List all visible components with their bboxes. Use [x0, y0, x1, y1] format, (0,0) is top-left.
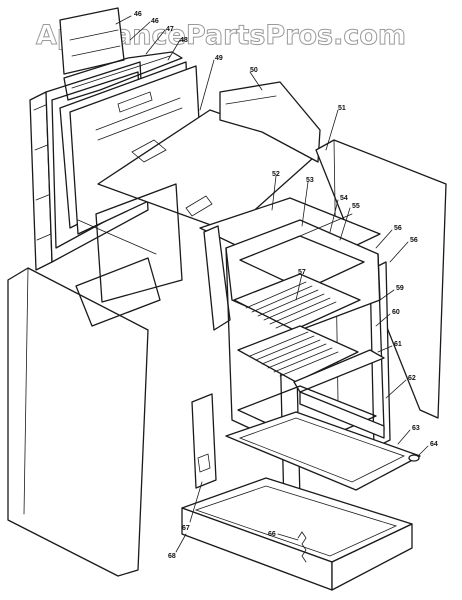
callout-56-second: 56 — [410, 237, 418, 244]
door-gasket — [63, 51, 183, 101]
callout-64: 64 — [430, 441, 438, 448]
rack-wires — [245, 281, 337, 329]
rear-vent-panel — [219, 81, 321, 163]
front-bottom-rail — [293, 349, 385, 393]
rear-liner-panel — [95, 183, 183, 303]
left-side-panel-edge — [23, 267, 29, 515]
callout-63: 63 — [412, 425, 420, 432]
callout-54: 54 — [340, 195, 348, 202]
rack-bottom-wires — [249, 331, 339, 377]
callout-labels: 46 46 47 48 49 50 51 52 53 54 55 56 56 5… — [134, 11, 438, 560]
cavity-front-left-post — [203, 225, 231, 331]
storage-drawer — [181, 477, 413, 591]
left-side-panel — [7, 267, 149, 577]
callout-68: 68 — [168, 553, 176, 560]
broil-element — [239, 235, 365, 291]
side-bracket — [191, 393, 217, 489]
drawer-inner-rim — [194, 485, 398, 557]
callout-51: 51 — [338, 105, 346, 112]
drawer-shelf-inner — [238, 417, 406, 483]
drawer-roller — [408, 454, 420, 462]
door-glass-detail — [69, 29, 121, 57]
callout-50: 50 — [250, 67, 258, 74]
callout-55: 55 — [352, 203, 360, 210]
door-glass-panel — [59, 7, 125, 75]
support-bar — [77, 219, 157, 255]
side-bracket-slot — [197, 453, 211, 473]
door-window-slot — [117, 91, 153, 113]
vent-line — [225, 95, 277, 105]
callout-46: 46 — [134, 11, 142, 18]
drawer-side-face — [331, 523, 413, 591]
callout-52: 52 — [272, 171, 280, 178]
callout-47: 47 — [166, 26, 174, 33]
callout-59: 59 — [396, 285, 404, 292]
door-gasket-line — [71, 55, 171, 89]
callout-67: 67 — [182, 525, 190, 532]
callout-62: 62 — [408, 375, 416, 382]
callout-46-second: 46 — [151, 18, 159, 25]
lower-side-rail — [299, 391, 385, 439]
top-panel-bracket — [131, 139, 167, 163]
callout-48: 48 — [180, 37, 188, 44]
callout-61: 61 — [394, 341, 402, 348]
rear-insulation-panel — [75, 257, 161, 327]
leader-lines — [115, 15, 429, 553]
callout-53: 53 — [306, 177, 314, 184]
oven-cavity — [199, 197, 391, 509]
top-panel-tab — [185, 195, 213, 217]
drawer-spring — [297, 531, 307, 563]
element-lead — [299, 213, 353, 237]
callout-60: 60 — [392, 309, 400, 316]
oven-rack-bottom — [237, 325, 359, 383]
oven-rack-top — [233, 273, 361, 331]
callout-57: 57 — [298, 269, 306, 276]
door-frame-ribs — [33, 103, 52, 241]
callout-49: 49 — [215, 55, 223, 62]
callout-56: 56 — [394, 225, 402, 232]
door-handle-slot — [95, 97, 183, 141]
callout-66: 66 — [268, 531, 276, 538]
drawer-shelf — [225, 411, 421, 491]
